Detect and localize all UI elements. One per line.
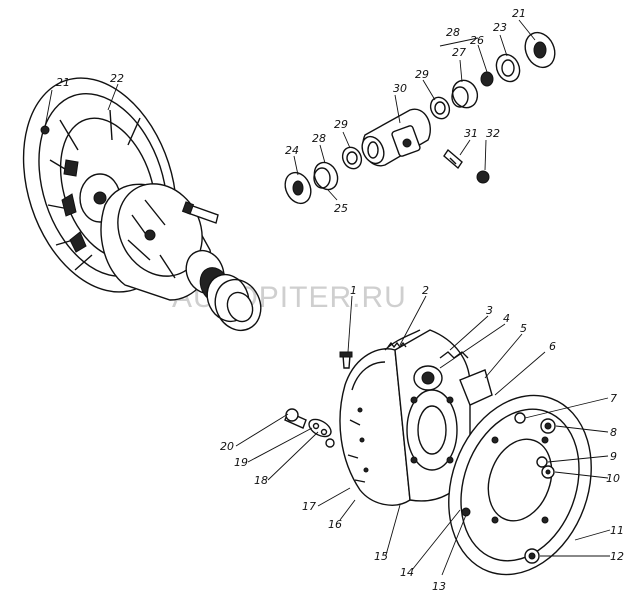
label-29-upper: 29 [415, 68, 429, 81]
backing-plate [448, 394, 592, 576]
label-7: 7 [610, 392, 617, 405]
callout-labels: 21 22 24 28 29 30 29 27 26 23 28 21 25 3… [56, 7, 624, 593]
label-14: 14 [400, 566, 414, 579]
label-28-lower: 28 [312, 132, 326, 145]
label-20: 20 [220, 440, 234, 453]
label-21-right: 21 [512, 7, 526, 20]
label-23: 23 [493, 21, 507, 34]
label-3: 3 [486, 304, 493, 317]
label-11: 11 [610, 524, 624, 537]
label-30: 30 [393, 82, 407, 95]
label-32: 32 [486, 127, 500, 140]
label-31: 31 [464, 127, 478, 140]
label-12: 12 [610, 550, 624, 563]
label-4: 4 [503, 312, 510, 325]
label-24: 24 [285, 144, 299, 157]
label-22: 22 [110, 72, 124, 85]
wheel-cylinder-exploded [284, 31, 556, 205]
label-18: 18 [254, 474, 268, 487]
label-2: 2 [422, 284, 429, 297]
label-13: 13 [432, 580, 446, 593]
label-21-left: 21 [56, 76, 70, 89]
label-27: 27 [452, 46, 466, 59]
wheel-hub [100, 183, 262, 332]
label-5: 5 [520, 322, 527, 335]
label-17: 17 [302, 500, 316, 513]
drum-screw [40, 125, 50, 135]
label-6: 6 [549, 340, 556, 353]
label-9: 9 [610, 450, 617, 463]
label-1: 1 [350, 284, 357, 297]
label-28-upper: 28 [446, 26, 460, 39]
label-10: 10 [606, 472, 620, 485]
label-15: 15 [374, 550, 388, 563]
label-29-lower: 29 [334, 118, 348, 131]
label-26: 26 [470, 34, 484, 47]
label-25: 25 [334, 202, 348, 215]
label-19: 19 [234, 456, 248, 469]
label-8: 8 [610, 426, 617, 439]
leader-lines [44, 19, 611, 576]
brake-shoe-assembly [339, 329, 493, 506]
small-fasteners [284, 351, 353, 448]
label-16: 16 [328, 518, 342, 531]
